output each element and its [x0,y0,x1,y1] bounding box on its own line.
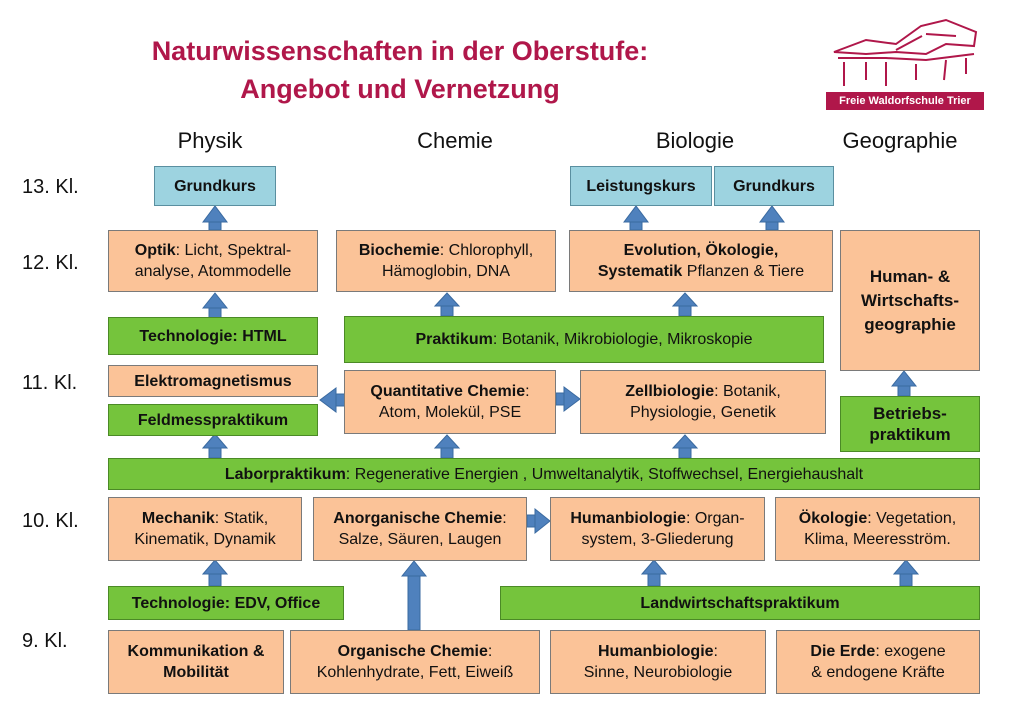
arrow-anorg-to-humanbio [526,507,551,535]
box-line-1: Die Erde: exogene [810,643,946,660]
box-optik: Optik: Licht, Spektral- analyse, Atommod… [108,230,318,292]
box-organische-chemie: Organische Chemie: Kohlenhydrate, Fett, … [290,630,540,694]
box-line-1: Ökologie: Vegetation, [798,510,957,527]
box-bio-grundkurs: Grundkurs [714,166,834,206]
box-line-1: Zellbiologie: Botanik, [625,383,781,400]
grade-10: 10. Kl. [22,510,79,532]
box-label: Praktikum: Botanik, Mikrobiologie, Mikro… [415,331,753,348]
grade-9: 9. Kl. [22,630,68,652]
box-label: Technologie: EDV, Office [131,594,321,612]
column-geographie: Geographie [842,128,958,153]
box-line-1: Quantitative Chemie: [370,383,530,400]
box-label: Laborpraktikum: Regenerative Energien , … [224,465,864,483]
title-line-1: Naturwissenschaften in der Oberstufe: [151,36,649,66]
box-line-2: Systematik Pflanzen & Tiere [597,263,805,280]
box-line-2: Hämoglobin, DNA [381,263,511,280]
box-label: Feldmesspraktikum [137,411,289,429]
arrow-evolution-to-grundkurs [759,205,785,231]
box-label: Grundkurs [174,177,256,195]
box-anorganische-chemie: Anorganische Chemie: Salze, Säuren, Laug… [313,497,527,561]
column-biologie: Biologie [655,128,735,153]
box-line-2: Klima, Meeresström. [804,531,951,548]
box-zellbiologie: Zellbiologie: Botanik, Physiologie, Gene… [580,370,826,434]
box-label: Technologie: HTML [139,327,287,345]
arrow-html-to-optik [201,292,229,319]
box-technologie-edv: Technologie: EDV, Office [108,586,344,620]
arrow-labor-to-zellbio [671,434,699,459]
box-line-2: analyse, Atommodelle [134,263,292,280]
box-line-1: Biochemie: Chlorophyll, [358,242,534,259]
box-die-erde: Die Erde: exogene & endogene Kräfte [776,630,980,694]
arrow-quant-to-zellbio [555,386,581,412]
box-humangeographie: Human- & Wirtschafts- geographie [840,230,980,371]
arrow-betriebs-to-humangeo [890,370,918,397]
box-label: Elektromagnetismus [134,372,292,390]
arrow-quant-to-elektro [319,387,347,413]
building-icon [833,18,978,86]
column-physik: Physik [177,128,243,153]
box-oekologie: Ökologie: Vegetation, Klima, Meeresström… [775,497,980,561]
title-line-2: Angebot und Vernetzung [240,74,560,104]
grade-13: 13. Kl. [22,176,79,198]
box-label: Leistungskurs [586,177,696,195]
arrow-evolution-to-leistungskurs [623,205,649,231]
box-physik-grundkurs: Grundkurs [154,166,276,206]
box-label: Kommunikation & Mobilität [127,643,265,681]
box-line-1: Organische Chemie: [337,643,493,660]
arrow-praktikum-to-biochemie [433,292,461,317]
box-technologie-html: Technologie: HTML [108,317,318,355]
box-landwirtschaftspraktikum: Landwirtschaftspraktikum [500,586,980,620]
box-line-1: Humanbiologie: Organ- [570,510,745,527]
box-line-2: Kohlenhydrate, Fett, Eiweiß [316,664,514,681]
box-laborpraktikum: Laborpraktikum: Regenerative Energien , … [108,458,980,490]
box-quantitative-chemie: Quantitative Chemie: Atom, Molekül, PSE [344,370,556,434]
box-bio-leistungskurs: Leistungskurs [570,166,712,206]
grade-11: 11. Kl. [22,372,78,394]
arrow-labor-to-feldmess [201,433,229,459]
box-line-1: Humanbiologie: [597,643,718,660]
box-line-2: Salze, Säuren, Laugen [338,531,502,548]
arrow-praktikum-to-evolution [671,292,699,317]
box-feldmesspraktikum: Feldmesspraktikum [108,404,318,436]
grade-12: 12. Kl. [22,252,79,274]
box-line-2: system, 3-Gliederung [581,531,734,548]
logo-label: Freie Waldorfschule Trier [826,92,984,110]
box-betriebspraktikum: Betriebs- praktikum [840,396,980,452]
box-elektromagnetismus: Elektromagnetismus [108,365,318,397]
box-line-2: Atom, Molekül, PSE [378,404,522,421]
box-line-1: Optik: Licht, Spektral- [134,242,292,259]
box-line-2: Physiologie, Genetik [630,404,776,421]
box-kommunikation: Kommunikation & Mobilität [108,630,284,694]
column-chemie: Chemie [417,128,493,153]
school-logo: Freie Waldorfschule Trier [826,14,986,114]
box-humanbiologie-9: Humanbiologie: Sinne, Neurobiologie [550,630,766,694]
box-label: Landwirtschaftspraktikum [640,594,840,612]
arrow-optik-to-grundkurs [202,205,228,231]
box-biochemie: Biochemie: Chlorophyll, Hämoglobin, DNA [336,230,556,292]
box-label: Betriebs- praktikum [869,404,951,444]
box-label: Human- & Wirtschafts- geographie [860,266,960,334]
box-evolution: Evolution, Ökologie, Systematik Pflanzen… [569,230,833,292]
box-praktikum: Praktikum: Botanik, Mikrobiologie, Mikro… [344,316,824,363]
box-line-1: Evolution, Ökologie, [623,242,779,259]
arrow-org-to-anorg [400,560,428,631]
arrow-land-to-oekologie [892,559,920,587]
box-line-1: Mechanik: Statik, [141,510,269,527]
box-label: Grundkurs [733,177,815,195]
arrow-labor-to-quant [433,434,461,459]
box-line-2: Sinne, Neurobiologie [583,664,733,681]
box-mechanik: Mechanik: Statik, Kinematik, Dynamik [108,497,302,561]
arrow-land-to-humanbio [640,559,668,587]
box-line-2: & endogene Kräfte [811,664,945,681]
box-humanbiologie-10: Humanbiologie: Organ- system, 3-Gliederu… [550,497,765,561]
arrow-edv-to-mechanik [201,559,229,587]
box-line-1: Anorganische Chemie: [333,510,507,527]
box-line-2: Kinematik, Dynamik [134,531,276,548]
